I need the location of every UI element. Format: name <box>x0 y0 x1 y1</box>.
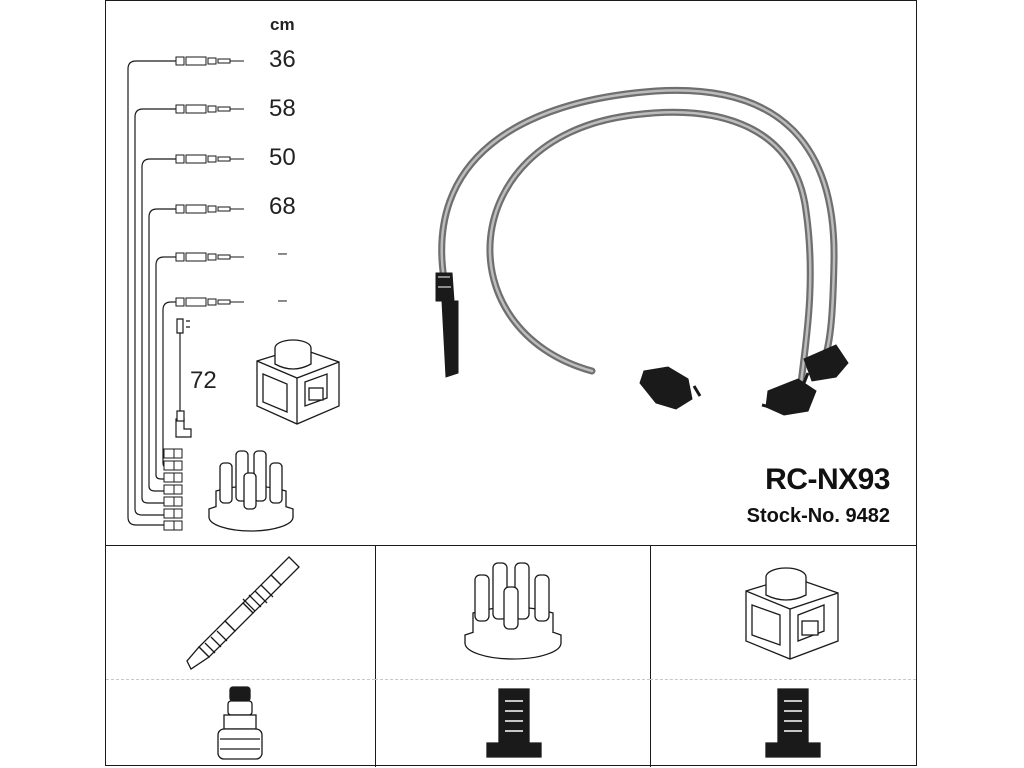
spark-plug-column <box>106 545 376 767</box>
ignition-coil-column <box>650 545 916 767</box>
legend-connector-2 <box>175 104 244 114</box>
length-label-1: 36 <box>269 46 296 73</box>
upper-panel: cm 36 58 50 68 – – 72 <box>106 1 916 546</box>
length-label-5: – <box>278 245 287 262</box>
legend-unit: cm <box>270 15 295 34</box>
lower-panel <box>106 545 916 767</box>
row-divider <box>650 679 916 680</box>
product-code: RC-NX93 <box>765 463 890 496</box>
length-label-3: 50 <box>269 144 296 171</box>
legend-connector-6 <box>175 297 244 307</box>
ignition-coil-icon <box>256 339 340 425</box>
plug-terminal-connector-icon <box>217 686 263 760</box>
distributor-cap-column <box>375 545 651 767</box>
distributor-cap-icon <box>464 562 562 660</box>
cap-tower-connector-icon <box>486 688 542 758</box>
row-divider <box>106 679 375 680</box>
legend-connector-3 <box>175 154 244 164</box>
length-label-4: 68 <box>269 193 296 220</box>
length-label-6: – <box>278 292 287 309</box>
legend-connector-1 <box>175 56 244 66</box>
stock-number: Stock-No. 9482 <box>746 505 890 527</box>
product-sheet: cm 36 58 50 68 – – 72 <box>105 0 917 767</box>
coil-lead-length: 72 <box>190 367 217 394</box>
cable-length-diagram <box>127 56 244 531</box>
legend-connector-5 <box>175 252 244 262</box>
ignition-coil-icon <box>745 567 839 660</box>
distributor-cap-icon <box>208 450 294 532</box>
ignition-cable-set-icon <box>435 86 849 416</box>
spark-plug-icon <box>186 556 300 670</box>
legend-connector-4 <box>175 204 244 214</box>
coil-tower-connector-icon <box>765 688 821 758</box>
row-divider <box>375 679 650 680</box>
length-label-2: 58 <box>269 95 296 122</box>
